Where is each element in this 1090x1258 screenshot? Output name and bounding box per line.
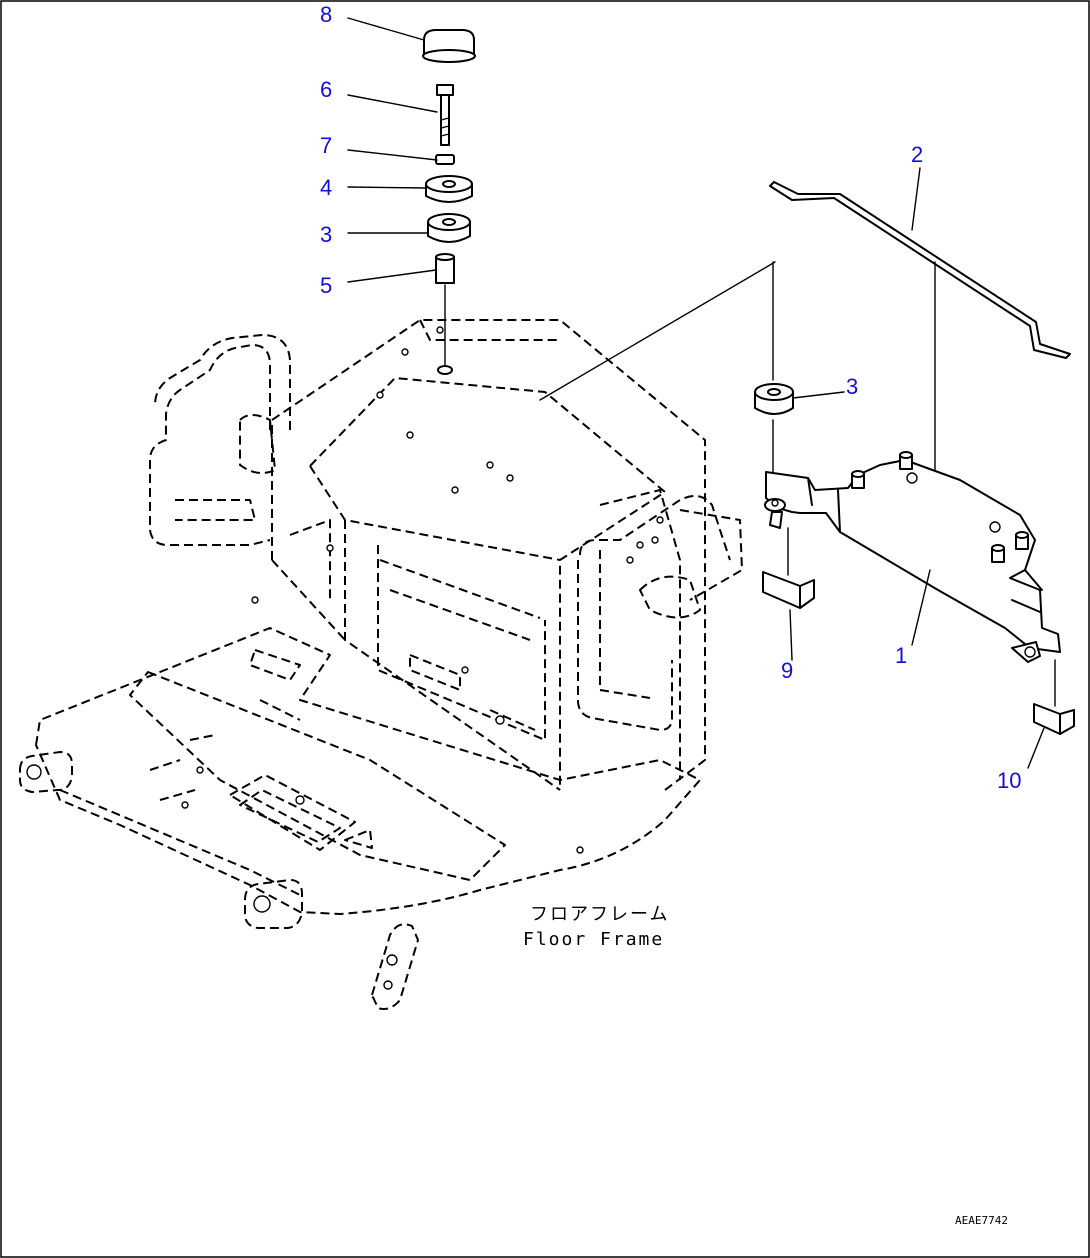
- callout-1: 1: [895, 643, 907, 668]
- rod-2: [769, 181, 1071, 359]
- caption-english: Floor Frame: [523, 929, 664, 950]
- rubber-mount-3-upper: [427, 213, 471, 243]
- callout-9: 9: [781, 658, 793, 683]
- caption-japanese: フロアフレーム: [530, 904, 669, 925]
- cap-8: [422, 29, 476, 63]
- callout-8: 8: [320, 2, 332, 27]
- washer-7: [435, 154, 455, 165]
- alignment-line: [539, 261, 776, 401]
- callout-7: 7: [320, 133, 332, 158]
- callout-2: 2: [911, 142, 923, 167]
- callout-3-left: 3: [320, 222, 332, 247]
- mount-hole: [437, 365, 453, 375]
- leader-lines-left: [347, 17, 438, 283]
- callout-4: 4: [320, 175, 332, 200]
- collar-5: [435, 253, 455, 284]
- bracket-1: [764, 451, 1061, 663]
- block-9: [762, 571, 815, 609]
- rubber-mount-3-right: [754, 383, 794, 415]
- callout-10: 10: [997, 768, 1021, 793]
- block-10: [1033, 703, 1075, 735]
- floor-frame: [19, 319, 743, 1010]
- rubber-mount-4: [425, 175, 473, 203]
- callout-3-right: 3: [846, 374, 858, 399]
- callout-6: 6: [320, 77, 332, 102]
- callout-5: 5: [320, 273, 332, 298]
- drawing-code: AEAE7742: [955, 1214, 1008, 1227]
- leader-lines-right: [789, 167, 1045, 769]
- bolt-6: [436, 84, 454, 146]
